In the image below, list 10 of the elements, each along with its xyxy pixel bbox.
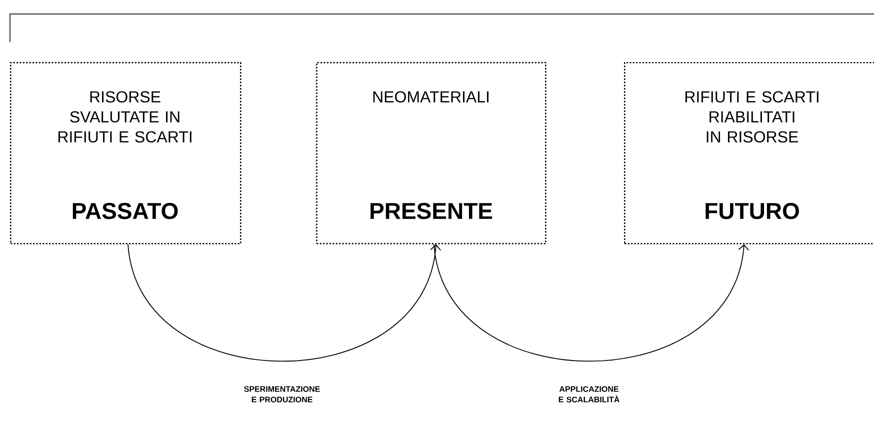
era-heading: PRESENTE [370,202,492,220]
edge-label: SPERIMENTAZIONE E PRODUZIONE [244,386,320,402]
curved-arrow [128,244,442,362]
era-heading: FUTURO [706,202,799,220]
description-text: NEOMATERIALI [373,91,488,103]
edge-label: APPLICAZIONE E SCALABILITÀ [558,386,620,402]
description-text: RISORSE SVALUTATE IN RIFIUTI E SCARTI [58,91,192,143]
era-heading: PASSATO [72,202,178,220]
description-text: RIFIUTI E SCARTI RIABILITATI IN RISORSE [685,91,818,143]
curved-arrow [434,244,750,362]
